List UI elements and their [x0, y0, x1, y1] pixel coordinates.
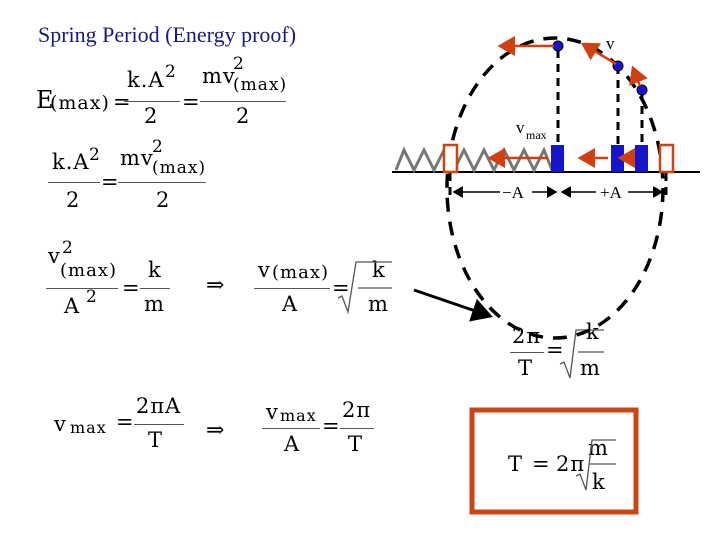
eq1-equals-1: =	[113, 90, 132, 114]
eq2-equals: =	[101, 170, 120, 194]
eq2-mv-sup: 2	[152, 137, 164, 157]
block-1	[551, 145, 564, 172]
eq6-equals: =	[532, 452, 551, 476]
eq3-r-equals: =	[332, 276, 351, 300]
vmax-label-sub: max	[526, 128, 547, 142]
eq6-two-pi: 2π	[556, 452, 586, 476]
eq1-kA-exp: 2	[165, 62, 177, 82]
circle-point-top	[552, 40, 564, 52]
sqrt-sign-eq5	[559, 329, 604, 379]
eq2-kA: k.A	[52, 150, 90, 174]
eq1-mv: mv	[202, 64, 236, 88]
eq6-m: m	[588, 436, 609, 460]
eq4-fraction-bar-3	[340, 428, 374, 429]
eq4-equals: =	[116, 410, 135, 434]
eq5-fraction-bar	[510, 352, 544, 353]
block-left-extreme	[442, 143, 459, 174]
sqrt-sign-eq3	[337, 261, 392, 315]
eq4-implies: ⇒	[206, 418, 226, 443]
block-right-extreme	[658, 143, 675, 174]
eq3-fraction-bar-1	[46, 288, 118, 289]
eq4-r-A: A	[284, 432, 301, 456]
eq3-r-v: v	[258, 258, 271, 282]
eq4-fraction-bar-1	[134, 424, 184, 425]
eq4-fraction-bar-2	[262, 428, 320, 429]
eq1-fraction-bar-1	[124, 101, 180, 102]
sqrt-sign-eq6	[575, 439, 616, 491]
eq1-equals-2: =	[182, 90, 201, 114]
eq1-E-sub: (max)	[50, 92, 110, 114]
block-3	[635, 145, 648, 172]
eq3-fraction-bar-3	[254, 288, 330, 289]
eq1-E: E	[36, 86, 55, 114]
pointer-arrow	[413, 288, 493, 322]
vmax-label: v	[516, 118, 525, 137]
velocity-label: v	[606, 34, 615, 53]
eq1-fraction-bar-2	[200, 101, 286, 102]
eq2-den-1: 2	[66, 188, 81, 212]
eq5-equals: =	[546, 338, 565, 362]
eq4-r-equals: =	[322, 414, 341, 438]
eq3-k: k	[148, 258, 162, 282]
circle-point-3	[636, 84, 648, 96]
eq4-r-v: v	[266, 400, 279, 424]
eq2-kA-exp: 2	[89, 145, 101, 165]
plus-amplitude-label: +A	[600, 183, 622, 202]
eq6-k: k	[592, 470, 606, 494]
eq3-fraction-bar-2	[140, 288, 170, 289]
eq2-fraction-bar-2	[118, 182, 206, 183]
eq4-v-sub: max	[70, 418, 107, 437]
eq3-r-sub: (max)	[272, 262, 329, 283]
page-title: Spring Period (Energy proof)	[38, 22, 297, 47]
reference-circle	[445, 36, 665, 340]
eq3-r-m: m	[368, 292, 389, 316]
eq3-implies: ⇒	[206, 273, 226, 298]
eq2-fraction-bar-1	[48, 182, 100, 183]
eq4-v: v	[54, 412, 67, 436]
eq3-r-A: A	[282, 292, 299, 316]
eq1-mv-sub: (max)	[233, 75, 288, 95]
eq4-num: 2πA	[136, 394, 182, 418]
eq3-equals: =	[122, 276, 141, 300]
eq4-r-num: 2π	[342, 398, 372, 422]
eq3-A: A	[64, 294, 81, 318]
tangent-velocity-arrow-3	[629, 65, 648, 87]
eq3-r-k: k	[372, 258, 386, 282]
eq4-r-den: T	[348, 432, 364, 456]
tangent-velocity-arrow-2	[580, 42, 617, 66]
eq5-m: m	[580, 356, 601, 380]
eq5-den: T	[518, 356, 534, 380]
eq3-A-exp: 2	[86, 287, 98, 307]
eq1-kA: k.A	[127, 68, 165, 92]
eq4-den: T	[148, 428, 164, 452]
eq6-T: T	[508, 452, 524, 476]
eq2-mv: mv	[120, 146, 154, 170]
result-box	[469, 407, 639, 515]
eq3-v-sup: 2	[62, 238, 74, 258]
eq1-den-1: 2	[144, 104, 159, 128]
eq2-mv-sub: (max)	[152, 158, 207, 178]
spring	[394, 146, 554, 174]
eq4-r-sub: max	[280, 406, 317, 425]
eq1-den-2: 2	[236, 104, 251, 128]
eq1-mv-sup: 2	[233, 54, 245, 74]
eq3-v-sub: (max)	[60, 260, 117, 281]
minus-amplitude-label: −A	[502, 183, 524, 202]
eq5-k: k	[586, 320, 600, 344]
eq3-m: m	[144, 292, 165, 316]
eq2-den-2: 2	[156, 188, 171, 212]
eq3-v: v	[48, 244, 61, 268]
